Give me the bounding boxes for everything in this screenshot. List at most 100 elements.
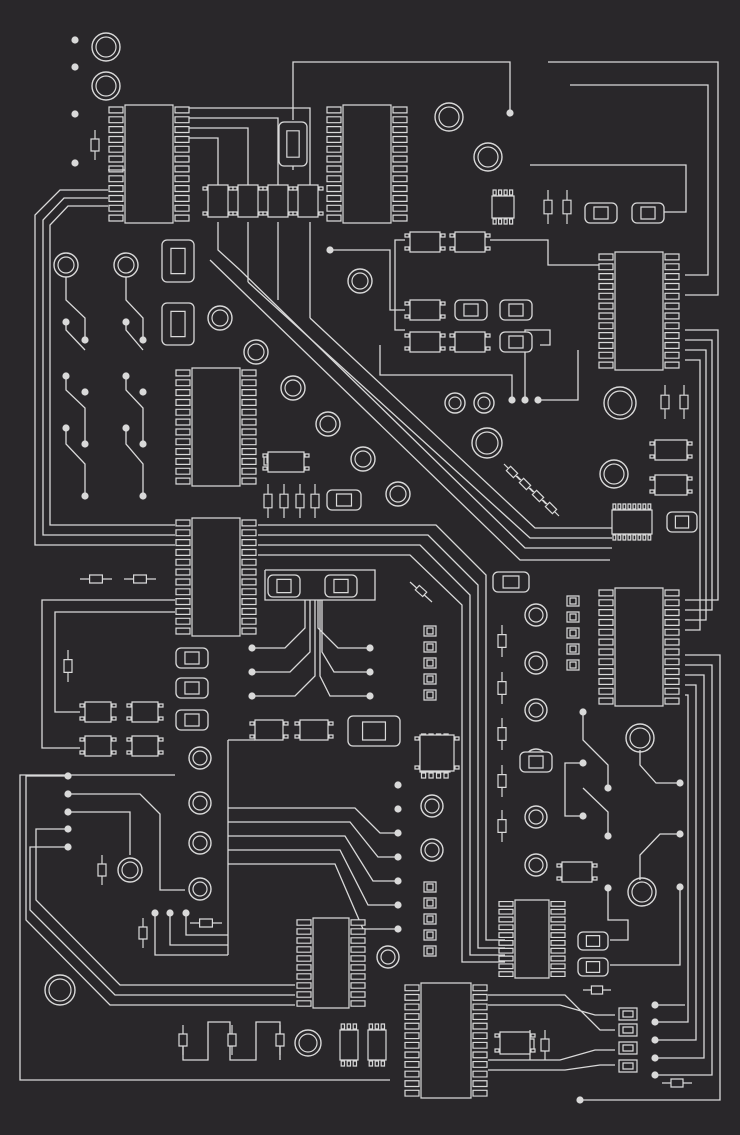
- trace: [180, 128, 248, 185]
- chip-pin: [176, 559, 190, 565]
- trace: [240, 270, 612, 548]
- soic-chip: [368, 1030, 386, 1060]
- soic-pin: [633, 504, 636, 509]
- trace: [330, 250, 405, 310]
- chip-pin: [665, 610, 679, 616]
- trace: [488, 1050, 615, 1060]
- resistor: [264, 494, 272, 508]
- trace: [252, 600, 310, 672]
- smd-pin: [531, 1049, 535, 1052]
- pad-dot: [139, 492, 147, 500]
- pad-dot: [139, 336, 147, 344]
- via-ring-inner: [604, 464, 624, 484]
- chip-pin: [599, 283, 613, 289]
- ic-chip: [615, 588, 663, 706]
- resistor: [671, 1079, 683, 1087]
- trace: [26, 776, 295, 1005]
- chip-pin: [176, 579, 190, 585]
- chip-pin: [242, 549, 256, 555]
- capacitor-core: [185, 682, 199, 694]
- trace: [155, 913, 228, 955]
- via-ring: [295, 1030, 321, 1056]
- smd-pin: [441, 334, 445, 337]
- ic-chip: [515, 900, 549, 978]
- smd-pin: [203, 187, 207, 190]
- trace: [252, 600, 305, 648]
- trace: [228, 850, 398, 905]
- trace: [66, 428, 85, 496]
- chip-pin: [393, 195, 407, 201]
- resistor: [98, 864, 106, 876]
- via-ring: [351, 447, 375, 471]
- resistor: [91, 139, 99, 151]
- soic-pin: [341, 1061, 344, 1066]
- chip-pin: [405, 1023, 419, 1029]
- chip-pin: [499, 941, 513, 946]
- trace: [530, 165, 686, 212]
- trace: [180, 118, 278, 185]
- chip-pin: [665, 313, 679, 319]
- chip-pin: [599, 352, 613, 358]
- trace: [228, 864, 398, 929]
- chip-pin: [351, 947, 365, 952]
- pad-dot: [394, 853, 402, 861]
- via-ring: [377, 946, 399, 968]
- chip-pin: [242, 520, 256, 526]
- trace: [488, 995, 615, 1030]
- pad-dot: [394, 925, 402, 933]
- pad-dot: [676, 779, 684, 787]
- trace: [126, 277, 143, 340]
- smd-pin: [688, 477, 692, 480]
- chip-pin: [499, 902, 513, 907]
- chip-pin: [351, 956, 365, 961]
- chip-pin: [327, 136, 341, 142]
- smd-chip: [85, 702, 111, 722]
- chip-pin: [405, 1014, 419, 1020]
- chip-pin: [665, 362, 679, 368]
- ic-chip: [192, 518, 240, 636]
- chip-pin: [393, 107, 407, 113]
- resistor: [200, 919, 213, 927]
- via-ring-inner: [632, 882, 652, 902]
- chip-pin: [242, 540, 256, 546]
- resistor: [228, 1034, 236, 1046]
- capacitor-core: [185, 714, 199, 726]
- chip-pin: [473, 1052, 487, 1058]
- soic-pin: [504, 190, 507, 195]
- chip-pin: [175, 166, 189, 172]
- smd-pin: [159, 738, 163, 741]
- trace: [640, 834, 680, 880]
- via-ring: [189, 747, 211, 769]
- soic-pin: [375, 1061, 378, 1066]
- soic-pin: [499, 190, 502, 195]
- chip-pin: [242, 399, 256, 405]
- via-ring-inner: [193, 836, 207, 850]
- via-ring-inner: [122, 862, 138, 878]
- soic-chip: [492, 196, 514, 218]
- trace: [30, 847, 295, 995]
- smd-pin: [319, 187, 323, 190]
- chip-pin: [242, 458, 256, 464]
- trace: [228, 836, 398, 881]
- chip-pin: [599, 678, 613, 684]
- via-ring: [626, 724, 654, 752]
- pad-core: [570, 646, 576, 652]
- trace: [583, 788, 608, 836]
- via-ring: [386, 482, 410, 506]
- resistor: [498, 820, 506, 833]
- smd-pin: [441, 234, 445, 237]
- chip-pin: [405, 995, 419, 1001]
- trace: [548, 62, 718, 295]
- soic-pin: [510, 190, 513, 195]
- chip-pin: [473, 1042, 487, 1048]
- soic-pin: [381, 1024, 384, 1029]
- chip-pin: [327, 127, 341, 133]
- chip-pin: [242, 370, 256, 376]
- soic-pin: [613, 504, 616, 509]
- via-ring: [525, 854, 547, 876]
- via-ring: [604, 387, 636, 419]
- via-ring: [628, 878, 656, 906]
- chip-pin: [351, 929, 365, 934]
- chip-pin: [242, 468, 256, 474]
